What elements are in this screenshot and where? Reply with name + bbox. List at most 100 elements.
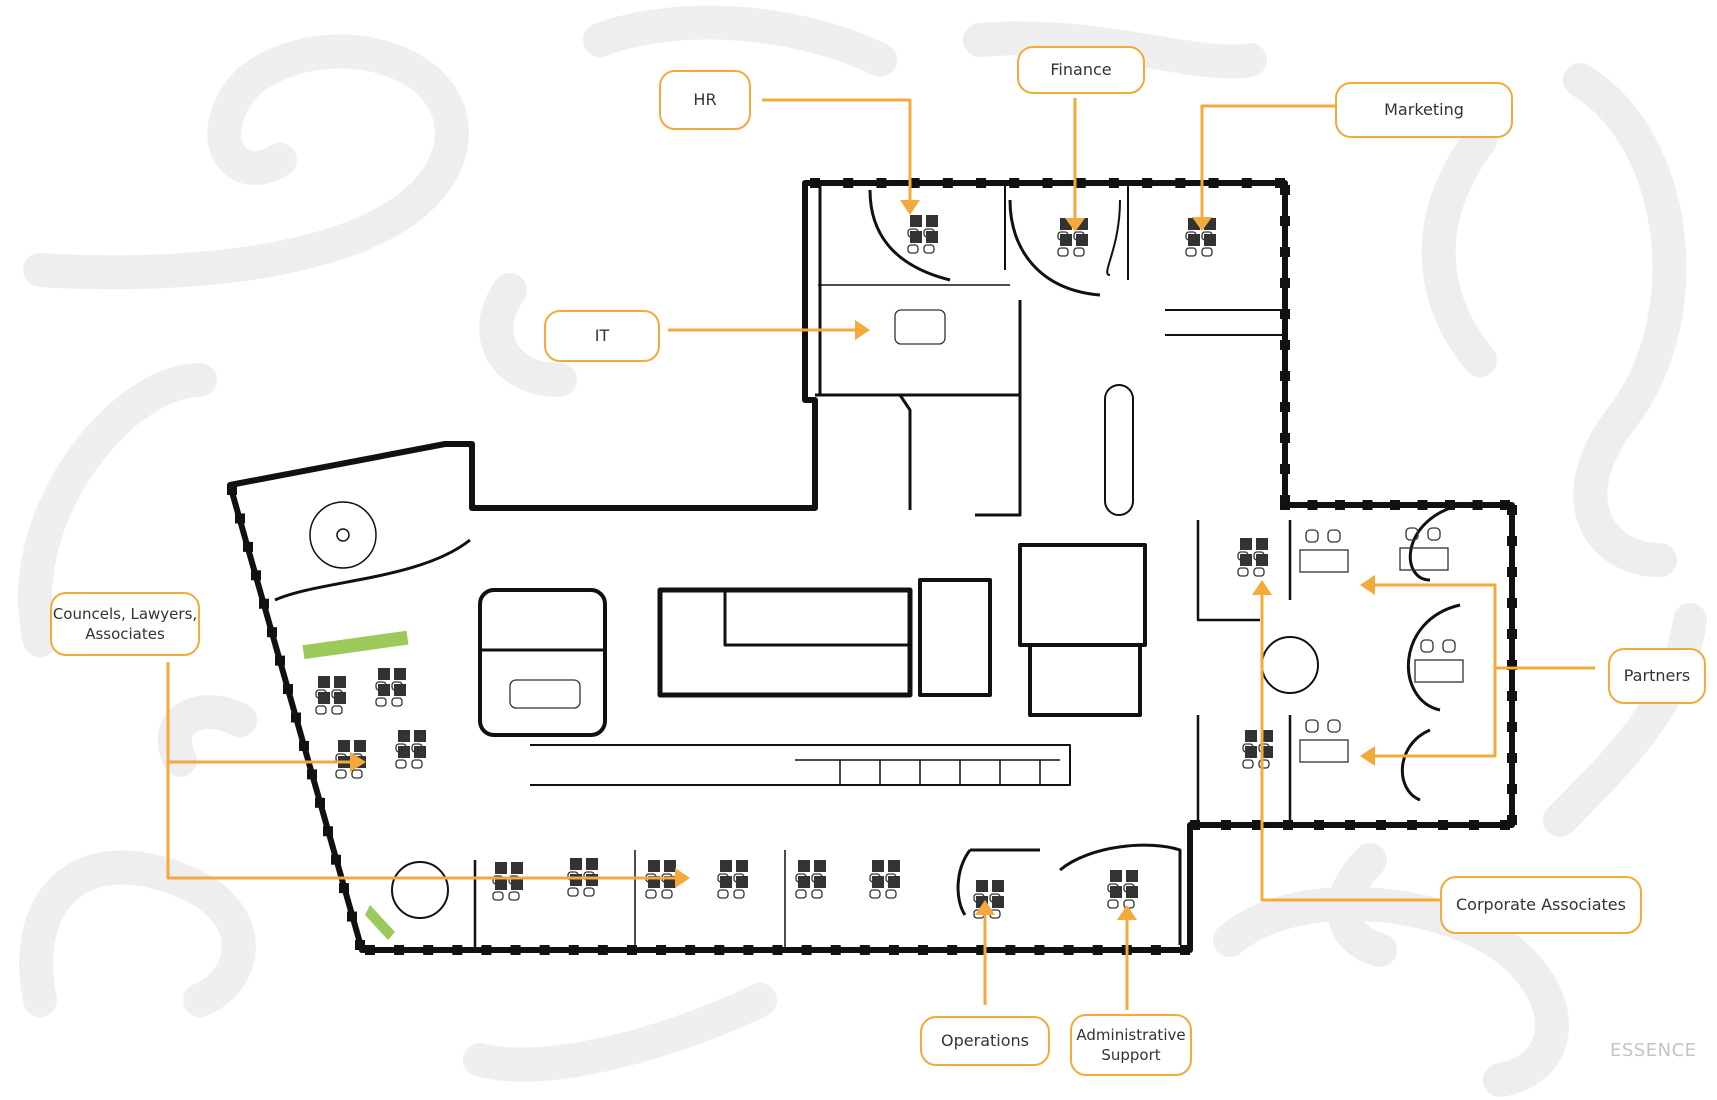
window-mullion (876, 178, 887, 188)
desk (354, 740, 366, 752)
window-mullion (1335, 500, 1345, 510)
chair (1327, 719, 1341, 733)
desk (888, 860, 900, 872)
desk (1240, 554, 1252, 566)
window-mullion (331, 854, 341, 865)
desk (318, 676, 330, 688)
desk (720, 860, 732, 872)
window-mullion (976, 945, 987, 955)
window-mullion (947, 945, 958, 955)
window-mullion (1009, 178, 1020, 188)
window-mullion (942, 178, 953, 188)
arrow-partners-1 (1360, 575, 1375, 595)
label-corporate: Corporate Associates (1440, 876, 1642, 934)
building-walls (227, 180, 1515, 953)
window-mullion (315, 797, 325, 808)
desk (1245, 746, 1257, 758)
desk (1060, 234, 1072, 246)
window-mullion (323, 826, 333, 837)
window-mullion (1092, 945, 1103, 955)
desk (414, 730, 426, 742)
desk (394, 684, 406, 696)
desk (414, 746, 426, 758)
chair (1305, 719, 1319, 733)
desk (570, 874, 582, 886)
desk (926, 231, 938, 243)
window-mullion (1507, 660, 1517, 670)
office-desk (1299, 739, 1349, 763)
chair (1237, 567, 1249, 577)
desk (495, 878, 507, 890)
desk (1188, 234, 1200, 246)
window-mullion (394, 945, 405, 955)
window-mullion (976, 178, 987, 188)
desk (720, 876, 732, 888)
window-mullion (1150, 945, 1161, 955)
window-mullion (810, 178, 820, 188)
desk (334, 692, 346, 704)
desk (872, 876, 884, 888)
window-mullion (743, 945, 754, 955)
chair (1427, 527, 1441, 541)
window-mullion (1500, 500, 1510, 510)
label-it: IT (544, 310, 660, 362)
window-markers (227, 178, 1517, 955)
window-mullion (1280, 433, 1290, 443)
desk (992, 880, 1004, 892)
desk (398, 746, 410, 758)
window-mullion (251, 570, 261, 581)
window-mullion (888, 945, 899, 955)
desk (798, 860, 810, 872)
label-finance: Finance (1017, 46, 1145, 94)
window-mullion (685, 945, 696, 955)
window-mullion (843, 178, 854, 188)
desk (814, 876, 826, 888)
window-mullion (1469, 820, 1479, 830)
chair (717, 889, 729, 899)
window-mullion (1507, 815, 1517, 825)
window-mullion (1280, 371, 1290, 381)
window-mullion (339, 883, 349, 894)
window-mullion (714, 945, 725, 955)
arrow-operations (975, 900, 995, 915)
chair (811, 889, 823, 899)
chair (411, 759, 423, 769)
chair (331, 705, 343, 715)
arrow-it (855, 320, 870, 340)
arrow-heads (350, 200, 1375, 920)
window-mullion (909, 178, 920, 188)
window-mullion (1142, 178, 1153, 188)
arrow-finance (1065, 218, 1085, 232)
desk (736, 860, 748, 872)
chair (1405, 527, 1419, 541)
desk (736, 876, 748, 888)
desk (1261, 746, 1273, 758)
window-mullion (1280, 278, 1290, 288)
desk (1240, 538, 1252, 550)
chair (492, 891, 504, 901)
chair (508, 891, 520, 901)
chair (1420, 639, 1434, 653)
window-mullion (1221, 820, 1231, 830)
desk (318, 692, 330, 704)
office-desk (1414, 659, 1464, 683)
desk (511, 878, 523, 890)
leader-partners (1370, 583, 1595, 758)
it-table (894, 309, 946, 345)
chair (645, 889, 657, 899)
desk (1261, 730, 1273, 742)
window-mullion (539, 945, 550, 955)
window-mullion (1307, 500, 1318, 510)
label-marketing: Marketing (1335, 82, 1513, 138)
desk (394, 668, 406, 680)
desk (1076, 234, 1088, 246)
desk (1110, 870, 1122, 882)
window-mullion (1280, 185, 1290, 195)
desk (586, 858, 598, 870)
window-mullion (423, 945, 434, 955)
window-mullion (1063, 945, 1074, 955)
window-mullion (452, 945, 463, 955)
window-mullion (1445, 500, 1455, 510)
window-mullion (1507, 567, 1517, 577)
window-mullion (1275, 178, 1285, 188)
